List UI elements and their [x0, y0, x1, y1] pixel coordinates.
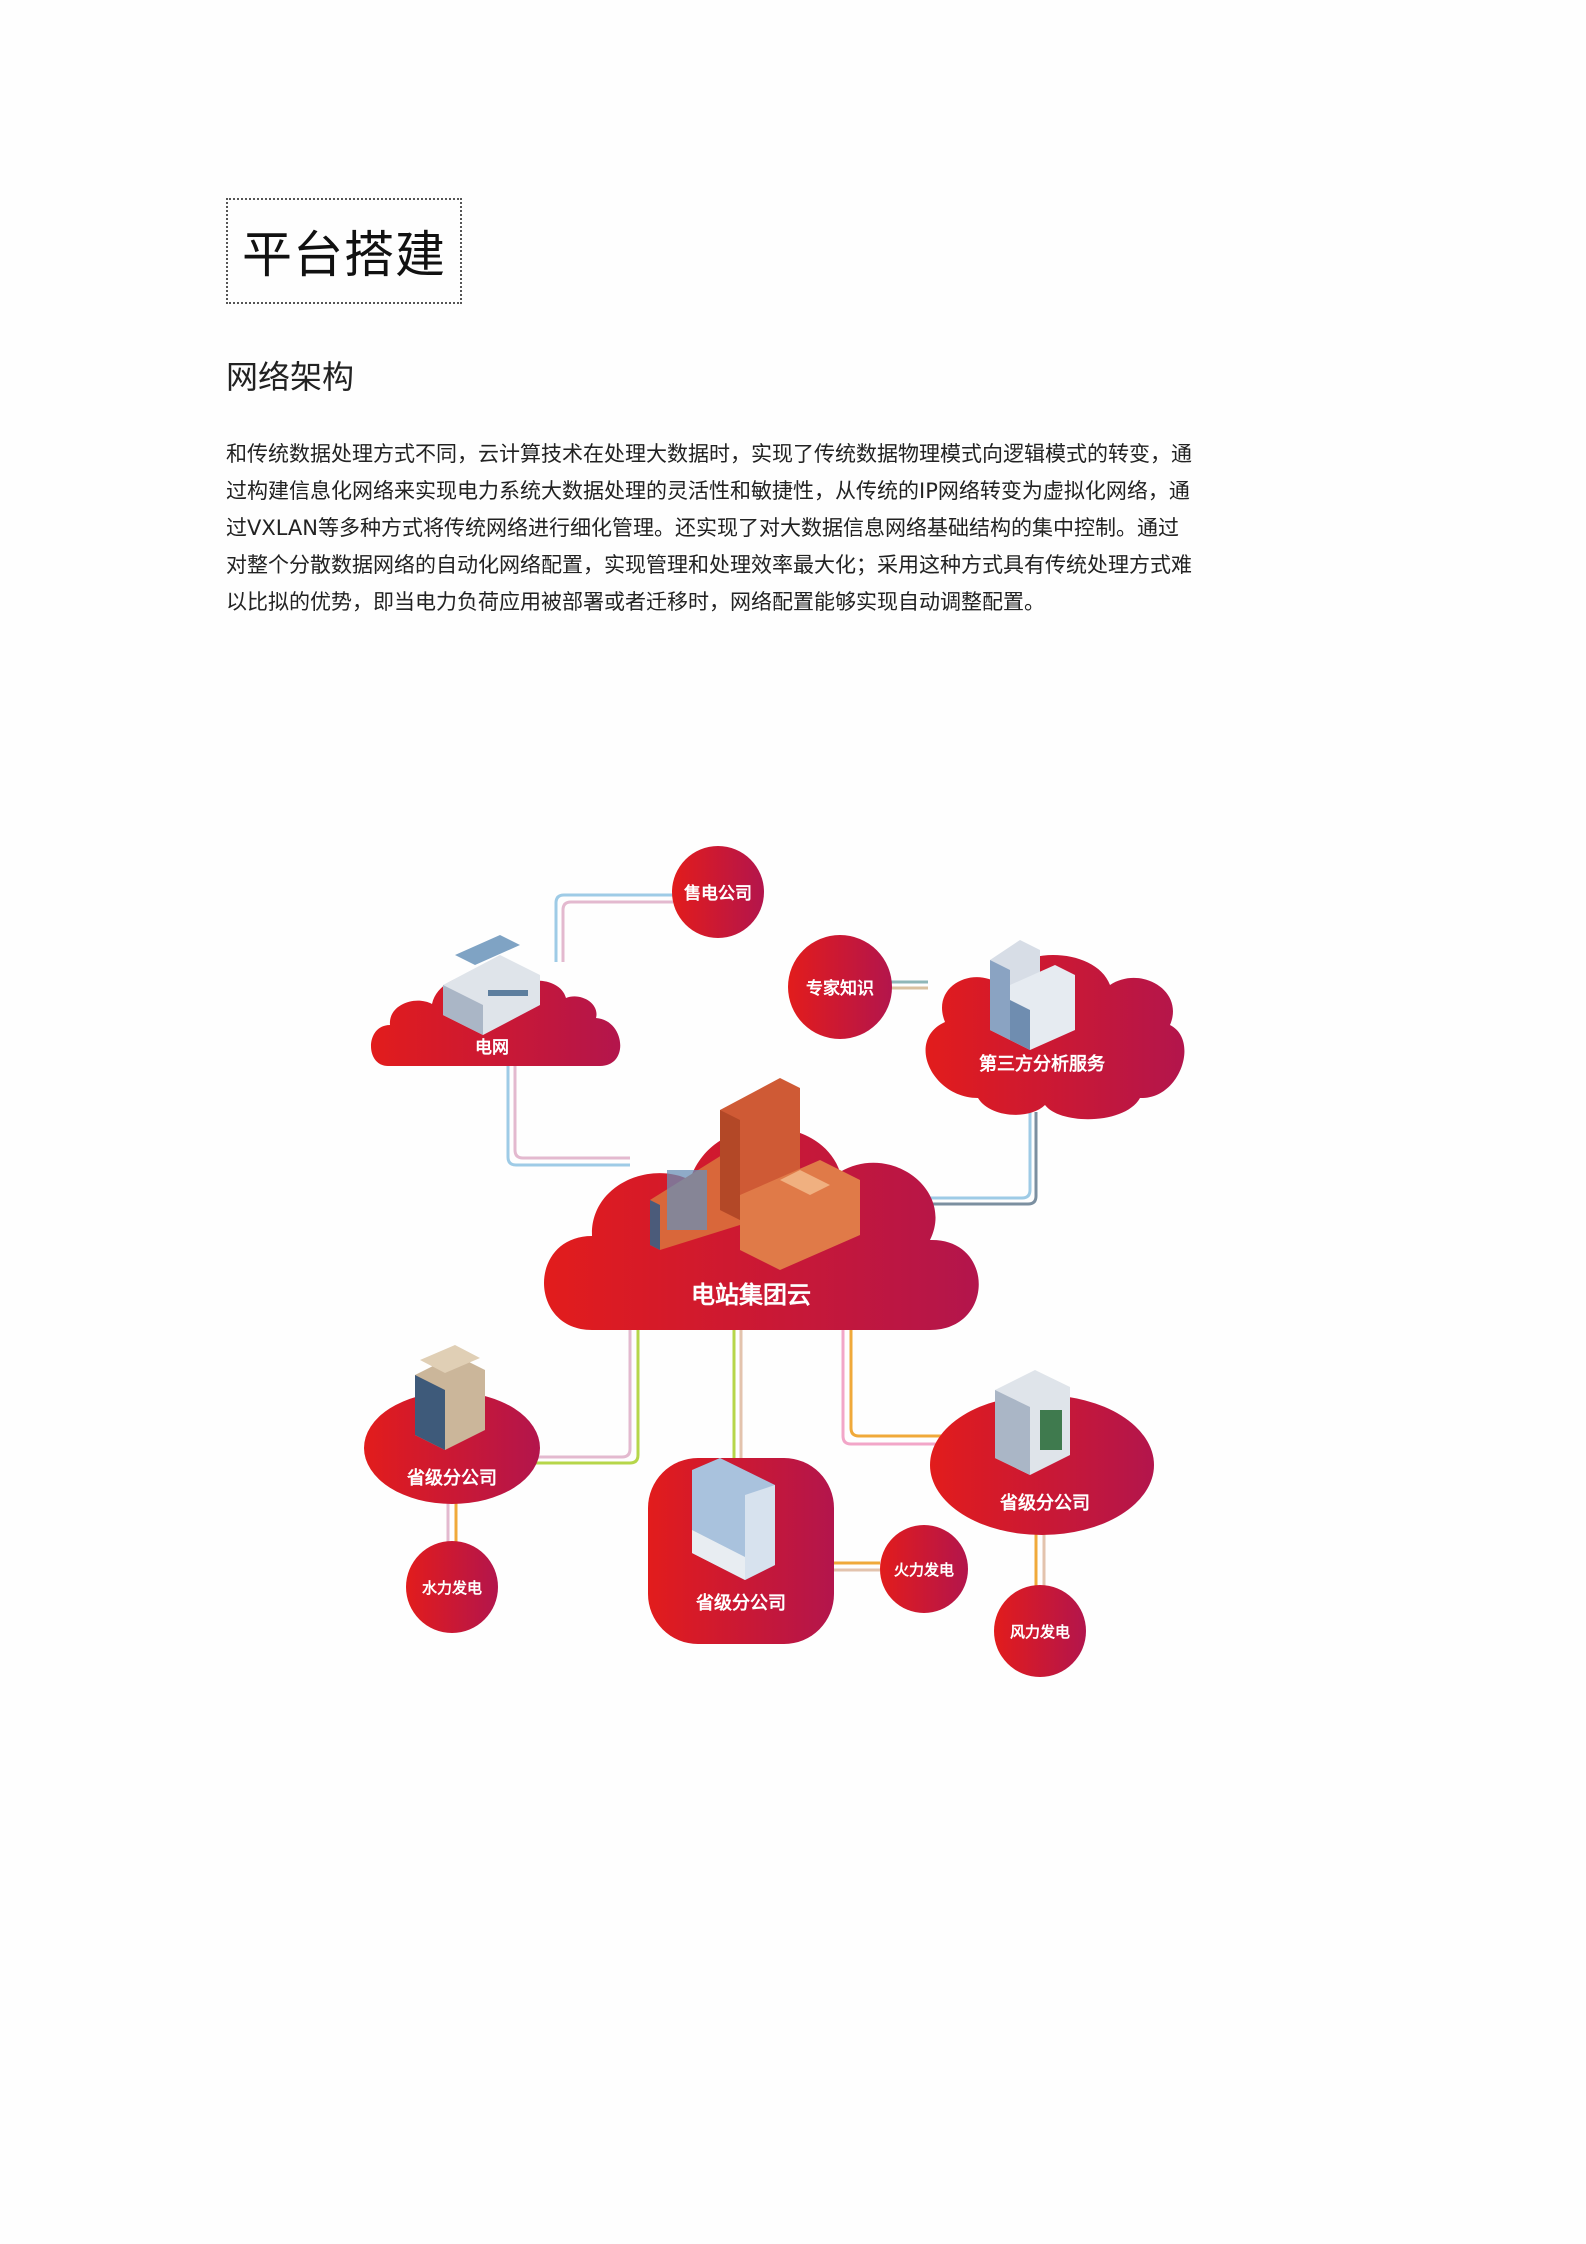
grid-cloud-node: 电网: [370, 935, 621, 1066]
paragraph-line: 过构建信息化网络来实现电力系统大数据处理的灵活性和敏捷性，从传统的IP网络转变为…: [226, 479, 1190, 503]
hydro-power-label: 水力发电: [422, 1579, 482, 1597]
branch-left-label: 省级分公司: [406, 1467, 497, 1489]
office-tower-icon: [990, 940, 1075, 1050]
branch-left-node: 省级分公司: [364, 1345, 540, 1504]
center-cloud-label: 电站集团云: [691, 1281, 811, 1309]
office-building-icon: [415, 1345, 485, 1450]
connector-lines: [446, 893, 1046, 1592]
section-subtitle: 网络架构: [226, 358, 355, 396]
paragraph-line: 和传统数据处理方式不同，云计算技术在处理大数据时，实现了传统数据物理模式向逻辑模…: [226, 442, 1192, 466]
expert-knowledge-label: 专家知识: [806, 978, 874, 999]
body-paragraph: 和传统数据处理方式不同，云计算技术在处理大数据时，实现了传统数据物理模式向逻辑模…: [226, 436, 1226, 621]
center-cloud-node: 电站集团云: [544, 1078, 979, 1330]
power-station-icon: [443, 935, 540, 1035]
paragraph-line: 以比拟的优势，即当电力负荷应用被部署或者迁移时，网络配置能够实现自动调整配置。: [226, 590, 1045, 614]
wind-power-node: 风力发电: [994, 1585, 1086, 1677]
page-title: 平台搭建: [226, 198, 462, 304]
sales-company-label: 售电公司: [684, 883, 752, 904]
hydro-power-node: 水力发电: [406, 1541, 498, 1633]
glass-building-icon: [692, 1458, 775, 1580]
paragraph-line: 过VXLAN等多种方式将传统网络进行细化管理。还实现了对大数据信息网络基础结构的…: [226, 516, 1180, 540]
branch-mid-node: 省级分公司: [648, 1458, 834, 1644]
branch-right-node: 省级分公司: [930, 1370, 1154, 1535]
sales-company-node: 售电公司: [672, 846, 764, 938]
grid-label: 电网: [475, 1037, 509, 1058]
third-party-cloud-node: 第三方分析服务: [925, 940, 1185, 1120]
office-building-icon: [995, 1370, 1070, 1475]
branch-mid-label: 省级分公司: [695, 1592, 786, 1614]
building-cluster-icon: [650, 1078, 860, 1270]
thermal-power-node: 火力发电: [880, 1525, 968, 1613]
wind-power-label: 风力发电: [1010, 1623, 1070, 1641]
expert-knowledge-node: 专家知识: [788, 935, 892, 1039]
paragraph-line: 对整个分散数据网络的自动化网络配置，实现管理和处理效率最大化；采用这种方式具有传…: [226, 553, 1192, 577]
branch-right-label: 省级分公司: [999, 1492, 1090, 1514]
thermal-power-label: 火力发电: [894, 1561, 954, 1579]
third-party-label: 第三方分析服务: [979, 1053, 1106, 1075]
